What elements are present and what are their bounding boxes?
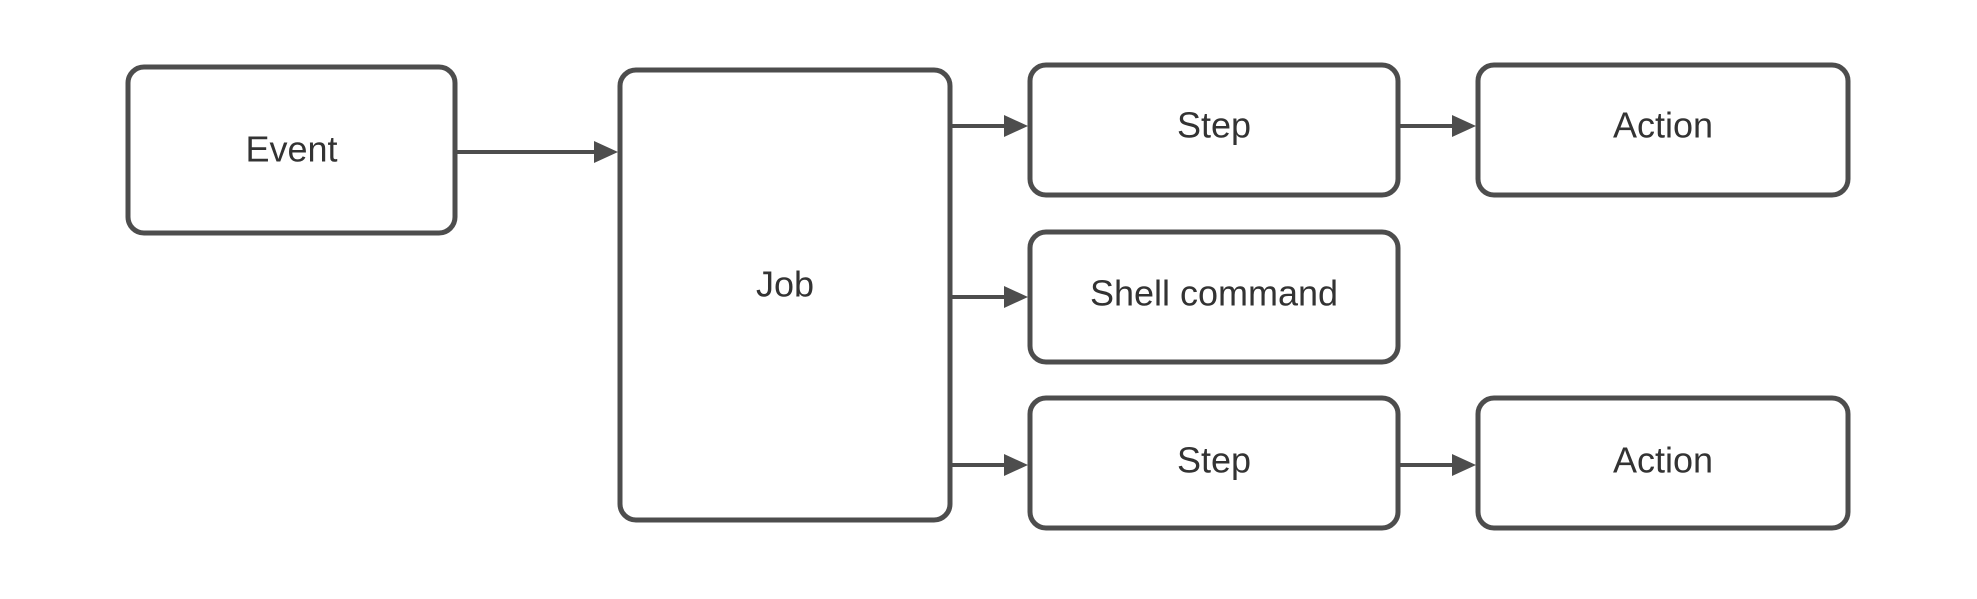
edge-step-bottom-to-action-bottom [1400, 454, 1476, 476]
node-shape[interactable] [1027, 229, 1401, 365]
edge-job-to-shell-command [952, 286, 1028, 308]
arrowhead-icon [594, 141, 618, 163]
arrowhead-icon [1004, 286, 1028, 308]
node-layer: Event Job Step Action Shell command Step [125, 62, 1851, 531]
node-shape[interactable] [1027, 62, 1401, 198]
node-label: Action [1613, 105, 1713, 146]
node-shape[interactable] [1475, 395, 1851, 531]
node-shape[interactable] [1475, 62, 1851, 198]
node-shape[interactable] [125, 64, 458, 236]
node-label: Shell command [1090, 273, 1338, 314]
arrowhead-icon [1452, 115, 1476, 137]
edge-step-top-to-action-top [1400, 115, 1476, 137]
edge-job-to-step-top [952, 115, 1028, 137]
node-label: Action [1613, 440, 1713, 481]
node-label: Event [245, 129, 337, 170]
edge-layer [457, 115, 1476, 476]
node-shape[interactable] [1027, 395, 1401, 531]
arrowhead-icon [1004, 454, 1028, 476]
node-action-bottom[interactable]: Action [1475, 395, 1851, 531]
edge-event-to-job [457, 141, 618, 163]
node-event[interactable]: Event [125, 64, 458, 236]
node-label: Step [1177, 105, 1251, 146]
node-shape[interactable] [617, 67, 953, 523]
node-step-bottom[interactable]: Step [1027, 395, 1401, 531]
node-step-top[interactable]: Step [1027, 62, 1401, 198]
node-action-top[interactable]: Action [1475, 62, 1851, 198]
node-job[interactable]: Job [617, 67, 953, 523]
arrowhead-icon [1452, 454, 1476, 476]
edge-job-to-step-bottom [952, 454, 1028, 476]
node-label: Job [756, 264, 814, 305]
arrowhead-icon [1004, 115, 1028, 137]
node-label: Step [1177, 440, 1251, 481]
node-shell-command[interactable]: Shell command [1027, 229, 1401, 365]
